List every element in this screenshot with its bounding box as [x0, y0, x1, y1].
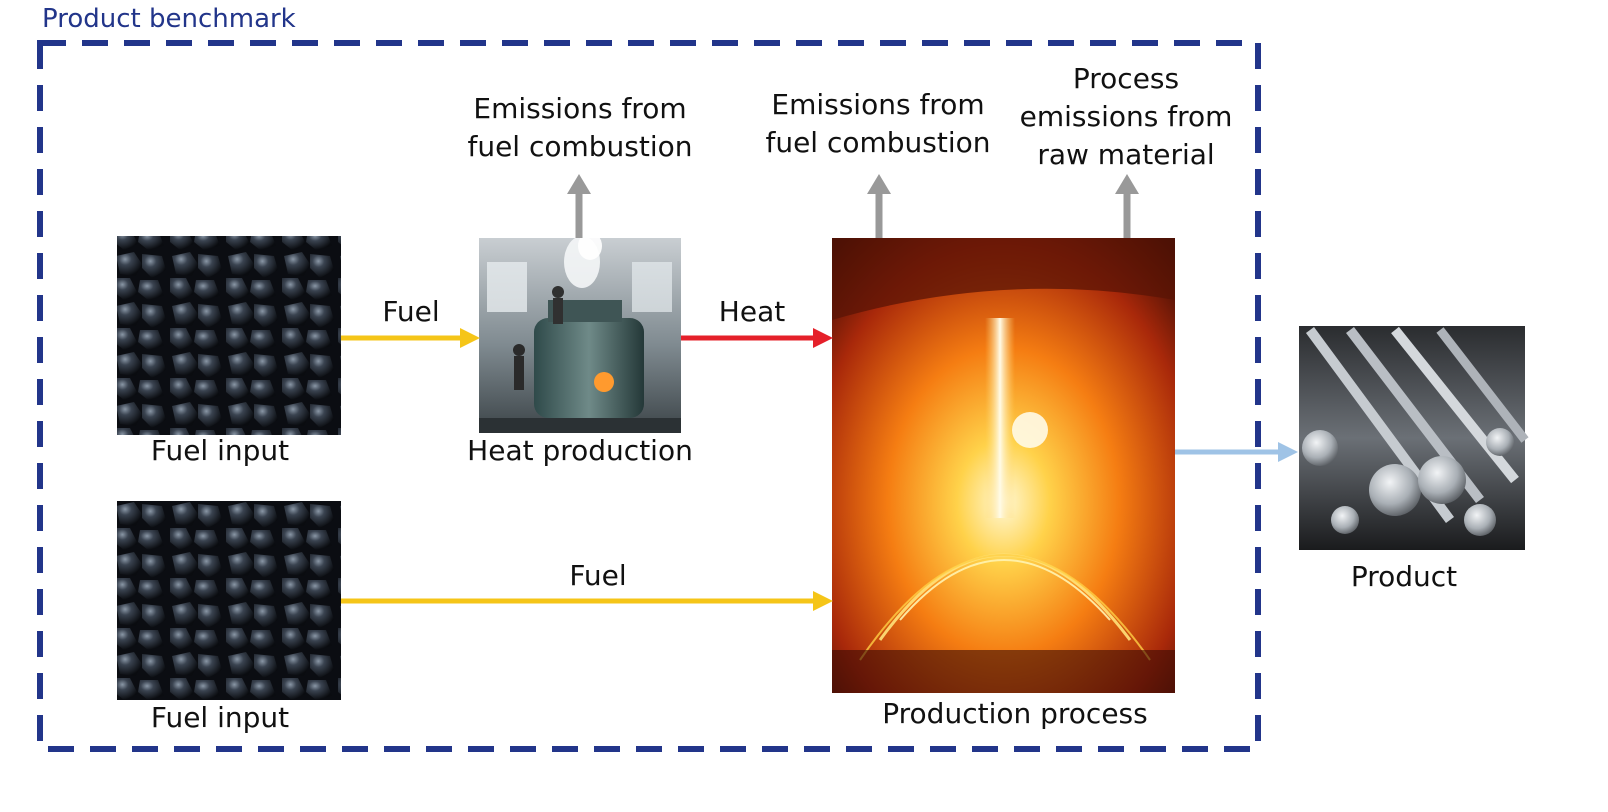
emission-process-raw-material-line2: emissions from	[1019, 100, 1233, 133]
fuel-input-top-label: Fuel input	[150, 434, 290, 467]
emission-process-raw-material-label: Process emissions from raw material	[1006, 60, 1246, 174]
flow-fuel-to-process-arrow	[341, 591, 833, 611]
flow-process-to-product-arrow	[1175, 442, 1298, 462]
emission-process-combustion-label: Emissions from fuel combustion	[738, 86, 1018, 162]
flow-heat-to-process-label: Heat	[718, 295, 786, 328]
emission-process-combustion-arrow	[867, 174, 891, 238]
flow-fuel-to-heat-label: Fuel	[382, 295, 440, 328]
emission-heat-production-line2: fuel combustion	[467, 130, 693, 163]
emission-heat-production-arrow	[567, 174, 591, 238]
heat-production-label: Heat production	[467, 434, 693, 467]
emission-process-raw-material-line3: raw material	[1037, 138, 1215, 171]
emission-process-combustion-line2: fuel combustion	[765, 126, 991, 159]
boundary-title: Product benchmark	[42, 4, 296, 34]
emission-heat-production-line1: Emissions from	[473, 92, 687, 125]
flow-fuel-to-heat-arrow	[341, 328, 480, 348]
emission-process-combustion-line1: Emissions from	[771, 88, 985, 121]
fuel-input-top-photo	[117, 236, 341, 435]
fuel-input-bottom-label: Fuel input	[150, 701, 290, 734]
benchmark-boundary	[37, 40, 1261, 752]
emission-process-raw-material-arrow	[1115, 174, 1139, 238]
production-process-label: Production process	[882, 697, 1148, 730]
emission-process-raw-material-line1: Process	[1072, 62, 1180, 95]
product-label: Product	[1350, 560, 1458, 593]
heat-production-photo	[479, 232, 681, 433]
flow-heat-to-process-arrow	[681, 328, 833, 348]
production-process-photo	[832, 238, 1175, 693]
product-photo	[1299, 326, 1529, 550]
fuel-input-bottom-photo	[117, 501, 341, 700]
flow-fuel-to-process-label: Fuel	[569, 559, 627, 592]
emission-heat-production-label: Emissions from fuel combustion	[440, 90, 720, 166]
